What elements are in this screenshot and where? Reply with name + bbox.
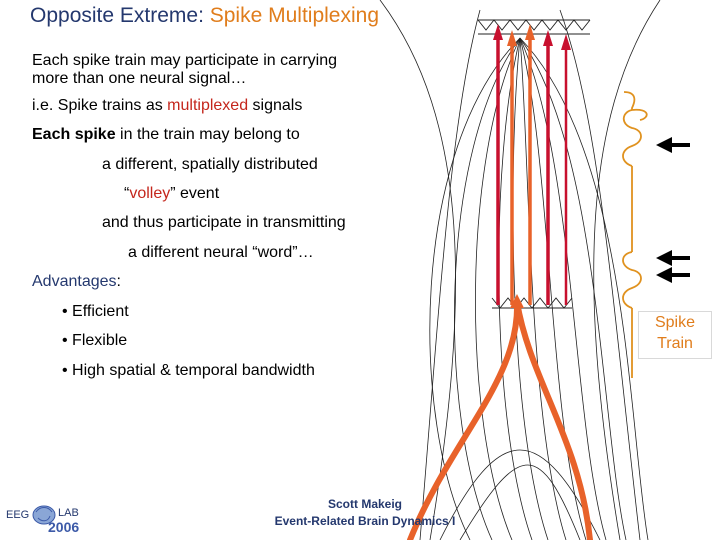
each-spike-line: Each spike in the train may belong to xyxy=(32,126,300,144)
advantages-colon: : xyxy=(116,273,121,290)
volley-line: “volley” event xyxy=(124,185,219,203)
line-different: a different, spatially distributed xyxy=(102,156,318,173)
logo-lab-text: LAB xyxy=(58,507,79,519)
volley-close: ” event xyxy=(170,185,220,202)
logo-year: 2006 xyxy=(48,519,80,535)
line-thus: and thus participate in transmitting xyxy=(102,214,346,231)
line-word: a different neural “word”… xyxy=(128,244,314,261)
title-prefix: Opposite Extreme: xyxy=(30,4,210,27)
ie-prefix: i.e. Spike trains as xyxy=(32,97,168,114)
ie-suffix: signals xyxy=(248,97,303,114)
spike-train-bars xyxy=(493,24,571,305)
arrow-left-icon xyxy=(656,137,690,153)
bullet-efficient: • Efficient xyxy=(62,303,129,320)
para1-line2: more than one neural signal… xyxy=(32,70,247,87)
brain-logo-icon xyxy=(32,505,56,525)
para1-line1: Each spike train may participate in carr… xyxy=(32,52,338,69)
spike-train-label: Spike Train xyxy=(638,311,712,359)
arrow-left-icon xyxy=(656,250,690,266)
title-accent: Spike Multiplexing xyxy=(209,4,380,27)
logo-eeg-text: EEG xyxy=(6,509,30,521)
axon-trace xyxy=(622,91,648,378)
bottom-zigzag xyxy=(491,297,573,309)
spike-label-line1: Spike xyxy=(654,314,696,331)
footer-author: Scott Makeig xyxy=(327,497,402,511)
footer-course: Event-Related Brain Dynamics I xyxy=(274,514,456,528)
ie-line: i.e. Spike trains as multiplexed signals xyxy=(32,97,302,115)
each-spike-bold: Each spike xyxy=(32,126,116,143)
spike-source xyxy=(510,294,524,308)
volley-open: “ xyxy=(124,185,130,202)
each-spike-rest: in the train may belong to xyxy=(115,126,300,143)
advantages-heading: Advantages: xyxy=(32,273,121,291)
advantages-label: Advantages xyxy=(32,273,117,290)
spike-label-line2: Train xyxy=(657,335,693,352)
spike-paths xyxy=(407,299,593,540)
bullet-bandwidth: • High spatial & temporal bandwidth xyxy=(62,362,315,379)
footer: Scott Makeig Event-Related Brain Dynamic… xyxy=(240,496,490,530)
arrow-left-icon xyxy=(656,267,690,283)
page-title: Opposite Extreme: Spike Multiplexing xyxy=(30,4,379,28)
ie-highlight: multiplexed xyxy=(167,97,249,114)
bullet-flexible: • Flexible xyxy=(62,332,128,349)
top-zigzag xyxy=(477,19,591,35)
volley-word: volley xyxy=(129,185,171,202)
fiber-lines xyxy=(379,0,661,540)
